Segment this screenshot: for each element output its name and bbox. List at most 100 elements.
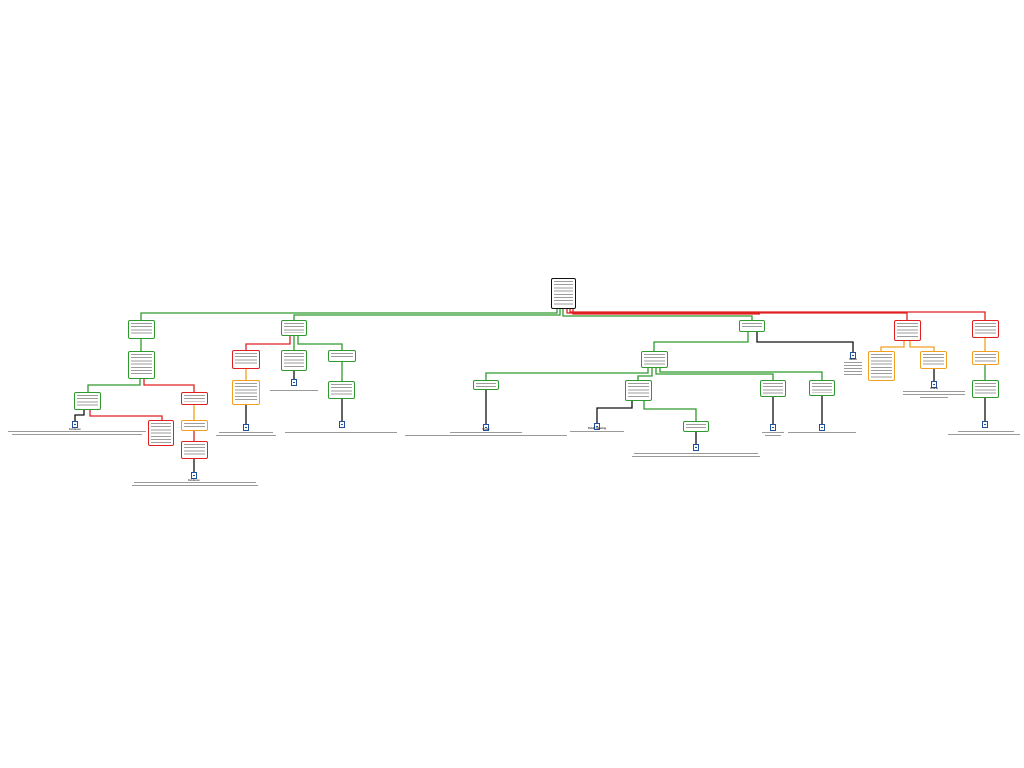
claim-text	[331, 384, 352, 396]
claim-node-b1[interactable]	[281, 320, 307, 336]
claim-node-e2[interactable]	[972, 351, 999, 365]
edge-d1-d3	[909, 341, 935, 351]
edge-d1-d2	[880, 341, 905, 351]
evidence-caption	[285, 432, 397, 434]
evidence-caption	[12, 434, 142, 436]
claim-node-b3[interactable]	[232, 380, 260, 405]
claim-text	[975, 354, 996, 362]
claim-text	[151, 423, 171, 443]
edge-root-e1	[569, 308, 986, 320]
evidence-doc-icon[interactable]	[931, 381, 937, 388]
claim-node-a7[interactable]	[181, 441, 208, 459]
claim-text	[763, 383, 783, 394]
evidence-caption	[903, 391, 965, 393]
root-claim-text	[554, 281, 573, 306]
evidence-caption	[844, 371, 862, 373]
evidence-doc-icon[interactable]	[850, 352, 856, 359]
evidence-label: Media	[849, 358, 857, 361]
evidence-doc-icon[interactable]	[243, 424, 249, 431]
claim-node-b6[interactable]	[328, 381, 355, 399]
claim-node-a2[interactable]	[128, 351, 155, 379]
edge-c2-c6	[655, 368, 774, 380]
edge-root-a1	[140, 308, 558, 320]
evidence-caption	[632, 456, 760, 458]
claim-text	[975, 323, 996, 335]
claim-node-c5[interactable]	[683, 421, 709, 432]
claim-node-b5[interactable]	[328, 350, 356, 362]
edge-root-c1-red	[572, 308, 760, 315]
evidence-caption	[8, 431, 146, 433]
claim-text	[975, 383, 996, 395]
claim-node-b2[interactable]	[232, 350, 260, 369]
edge-a3-ev1	[74, 410, 85, 421]
evidence-caption	[450, 432, 522, 434]
claim-node-d3[interactable]	[920, 351, 947, 369]
claim-text	[284, 323, 304, 333]
claim-text	[284, 353, 304, 368]
evidence-caption	[844, 368, 862, 370]
edge-root-c1	[562, 308, 753, 320]
evidence-label: Article	[929, 387, 939, 390]
claim-node-c2[interactable]	[641, 351, 668, 368]
evidence-caption	[844, 362, 862, 364]
claim-text	[686, 424, 706, 429]
claim-node-e3[interactable]	[972, 380, 999, 398]
claim-node-e1[interactable]	[972, 320, 999, 338]
claim-node-c7[interactable]	[809, 380, 835, 396]
edge-root-b1	[293, 308, 561, 320]
evidence-caption	[405, 435, 567, 437]
evidence-caption	[788, 432, 856, 434]
root-claim-node[interactable]	[551, 278, 576, 309]
claim-node-d2[interactable]	[868, 351, 895, 381]
evidence-caption	[765, 435, 781, 437]
evidence-caption	[132, 485, 258, 487]
claim-text	[871, 354, 892, 378]
evidence-caption	[570, 431, 624, 433]
claim-node-b4[interactable]	[281, 350, 307, 371]
claim-node-a5[interactable]	[148, 420, 174, 446]
evidence-caption	[134, 482, 256, 484]
evidence-doc-icon[interactable]	[594, 423, 600, 430]
claim-text	[644, 354, 665, 365]
claim-text	[742, 323, 762, 329]
claim-text	[184, 444, 205, 456]
evidence-doc-icon[interactable]	[72, 421, 78, 428]
claim-node-d1[interactable]	[894, 320, 921, 341]
claim-text	[235, 383, 257, 402]
edge-c2-c7	[659, 368, 823, 380]
evidence-label: Evidence	[69, 428, 81, 431]
evidence-doc-icon[interactable]	[339, 421, 345, 428]
evidence-doc-icon[interactable]	[982, 421, 988, 428]
evidence-caption	[219, 432, 273, 434]
edge-c4-ev7	[596, 401, 633, 423]
claim-node-c4[interactable]	[625, 380, 652, 401]
claim-text	[897, 323, 918, 338]
claim-text	[235, 353, 257, 366]
evidence-doc-icon[interactable]	[770, 424, 776, 431]
evidence-doc-icon[interactable]	[693, 444, 699, 451]
edge-a3-a5	[89, 410, 163, 420]
claim-node-a3[interactable]	[74, 392, 101, 410]
evidence-doc-icon[interactable]	[819, 424, 825, 431]
evidence-doc-icon[interactable]	[483, 424, 489, 431]
claim-node-c1[interactable]	[739, 320, 765, 332]
claim-text	[628, 383, 649, 398]
claim-node-a1[interactable]	[128, 320, 155, 339]
evidence-doc-icon[interactable]	[291, 379, 297, 386]
claim-text	[184, 395, 205, 402]
edge-b1-b2	[245, 336, 291, 350]
claim-node-c6[interactable]	[760, 380, 786, 397]
edge-root-d1	[566, 308, 908, 320]
edge-c2-c3	[485, 368, 649, 380]
claim-text	[184, 423, 205, 428]
claim-node-a6[interactable]	[181, 420, 208, 431]
claim-node-a4[interactable]	[181, 392, 208, 405]
edge-c1-c2	[653, 332, 749, 351]
claim-node-c3[interactable]	[473, 380, 499, 390]
evidence-doc-icon[interactable]	[191, 472, 197, 479]
evidence-caption	[844, 365, 862, 367]
edge-a2-a3	[87, 379, 141, 392]
evidence-caption	[844, 374, 862, 376]
edge-c2-c4	[637, 368, 653, 380]
